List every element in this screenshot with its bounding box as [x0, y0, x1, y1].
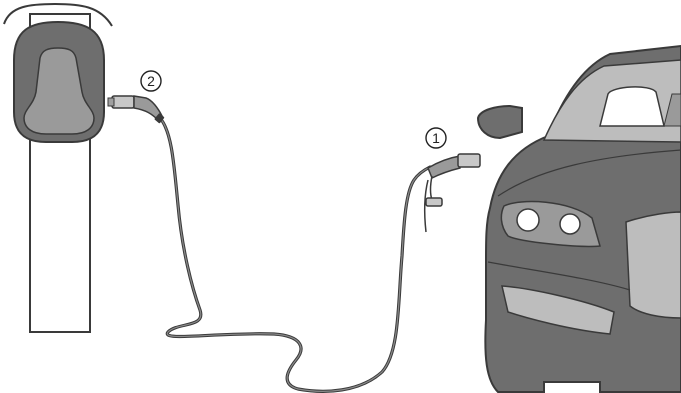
charging-cable — [160, 118, 430, 391]
car-interior-seat — [600, 87, 664, 126]
callout-2-label: 2 — [147, 73, 155, 89]
charging-station — [4, 4, 112, 332]
connector-1-cap-strap — [431, 176, 433, 200]
charging-cable-highlight — [160, 118, 430, 391]
car-grille — [626, 212, 681, 318]
vehicle-side-connector — [425, 154, 480, 232]
car-side-mirror — [478, 106, 522, 138]
callout-1-label: 1 — [432, 130, 440, 146]
station-side-connector — [108, 96, 165, 124]
car-headlight-lens-2 — [560, 214, 580, 234]
car-headlight-lens-1 — [517, 209, 539, 231]
connector-2-tip — [108, 98, 114, 106]
connector-2-head — [112, 96, 134, 108]
connector-1-head — [458, 154, 480, 167]
electric-car — [478, 46, 681, 392]
connector-1-cap — [426, 198, 442, 206]
callout-1: 1 — [426, 128, 446, 148]
callout-2: 2 — [141, 71, 161, 91]
connector-1-grip — [428, 156, 460, 178]
